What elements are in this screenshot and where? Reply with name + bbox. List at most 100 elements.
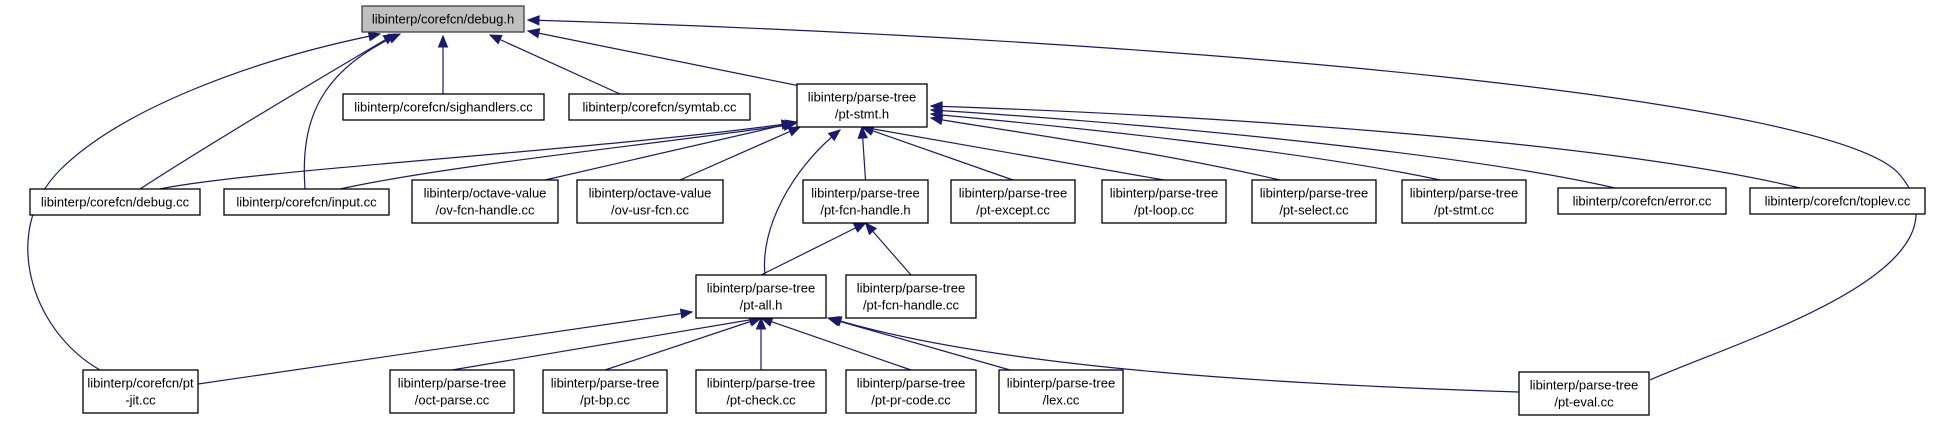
node-label: libinterp/octave-value <box>424 186 547 201</box>
node-box <box>342 93 545 121</box>
edge-line <box>930 105 1801 189</box>
edge-line <box>763 129 841 276</box>
node-label: libinterp/parse-tree <box>551 376 659 391</box>
edge-symtab-cc-to-debug-h <box>488 34 621 95</box>
node-ov-fcn-handle-cc[interactable]: libinterp/octave-value/ov-fcn-handle.cc <box>411 179 559 224</box>
node-label: /pt-loop.cc <box>1134 203 1194 218</box>
node-box <box>411 179 559 224</box>
arrowhead-icon <box>526 15 540 26</box>
node-label: libinterp/parse-tree <box>707 376 815 391</box>
edge-pt-stmt-cc-to-pt-stmt-h <box>929 109 1441 181</box>
node-oct-parse-cc[interactable]: libinterp/parse-tree/oct-parse.cc <box>389 369 515 414</box>
edge-line <box>451 317 762 371</box>
node-box <box>1749 187 1926 215</box>
node-label: libinterp/corefcn/toplev.cc <box>1765 194 1911 209</box>
node-label: /ov-usr-fcn.cc <box>611 203 690 218</box>
node-pt-pr-code-cc[interactable]: libinterp/parse-tree/pt-pr-code.cc <box>845 369 977 414</box>
edge-line <box>679 126 801 181</box>
node-toplev-cc[interactable]: libinterp/corefcn/toplev.cc <box>1749 187 1926 215</box>
node-box <box>576 179 724 224</box>
node-label: /pt-pr-code.cc <box>871 393 951 408</box>
edge-line <box>139 33 396 190</box>
edge-line <box>527 19 1917 381</box>
node-pt-eval-cc[interactable]: libinterp/parse-tree/pt-eval.cc <box>1518 371 1650 416</box>
node-box <box>29 188 201 216</box>
arrowhead-icon <box>784 119 799 130</box>
edge-line <box>159 122 794 190</box>
node-box <box>1251 179 1377 224</box>
edge-line <box>339 123 796 190</box>
edge-line <box>827 317 1011 371</box>
node-pt-check-cc[interactable]: libinterp/parse-tree/pt-check.cc <box>695 369 827 414</box>
node-label: /pt-fcn-handle.cc <box>863 298 960 313</box>
edge-line <box>861 126 1165 181</box>
node-label: libinterp/parse-tree <box>398 376 506 391</box>
node-box <box>845 274 977 319</box>
edge-line <box>930 113 1441 181</box>
node-label: /pt-stmt.cc <box>1434 203 1494 218</box>
node-symtab-cc[interactable]: libinterp/corefcn/symtab.cc <box>568 93 751 121</box>
node-input-cc[interactable]: libinterp/corefcn/input.cc <box>223 188 390 216</box>
node-pt-stmt-h[interactable]: libinterp/parse-tree/pt-stmt.h <box>796 83 928 128</box>
node-pt-jit-cc[interactable]: libinterp/corefcn/pt-jit.cc <box>82 369 199 414</box>
edge-pt-all-h-to-pt-fcn-handle-h <box>760 222 867 276</box>
node-pt-fcn-handle-h[interactable]: libinterp/parse-tree/pt-fcn-handle.h <box>802 179 929 224</box>
node-label: libinterp/parse-tree <box>1007 376 1115 391</box>
node-box <box>82 369 199 414</box>
edge-line <box>303 33 401 190</box>
node-label: libinterp/parse-tree <box>959 186 1067 201</box>
node-label: /ov-fcn-handle.cc <box>436 203 535 218</box>
node-pt-all-h[interactable]: libinterp/parse-tree/pt-all.h <box>695 274 827 319</box>
node-pt-except-cc[interactable]: libinterp/parse-tree/pt-except.cc <box>950 179 1076 224</box>
arrowhead-icon <box>755 316 767 330</box>
node-pt-fcn-handle-cc[interactable]: libinterp/parse-tree/pt-fcn-handle.cc <box>845 274 977 319</box>
node-label: /pt-fcn-handle.h <box>820 203 910 218</box>
node-box <box>1101 179 1227 224</box>
arrowhead-icon <box>852 222 867 233</box>
node-label: libinterp/parse-tree <box>1530 378 1638 393</box>
node-sighandlers-cc[interactable]: libinterp/corefcn/sighandlers.cc <box>342 93 545 121</box>
edge-ov-fcn-handle-cc-to-pt-stmt-h <box>544 119 799 181</box>
node-ov-usr-fcn-cc[interactable]: libinterp/octave-value/ov-usr-fcn.cc <box>576 179 724 224</box>
node-label: libinterp/parse-tree <box>808 90 916 105</box>
node-label: libinterp/parse-tree <box>1110 186 1218 201</box>
arrowhead-icon <box>526 28 541 39</box>
node-label: libinterp/corefcn/input.cc <box>236 195 377 210</box>
node-box <box>796 83 928 128</box>
node-box <box>223 188 390 216</box>
node-pt-bp-cc[interactable]: libinterp/parse-tree/pt-bp.cc <box>542 369 668 414</box>
node-label: /pt-bp.cc <box>580 393 630 408</box>
node-box <box>1518 371 1650 416</box>
node-box <box>802 179 929 224</box>
node-label: libinterp/corefcn/debug.h <box>372 12 514 27</box>
edge-sighandlers-cc-to-debug-h <box>437 34 449 94</box>
node-label: libinterp/corefcn/pt <box>87 376 194 391</box>
edge-pt-stmt-h-to-debug-h <box>526 28 801 87</box>
edge-line <box>27 33 381 371</box>
node-pt-select-cc[interactable]: libinterp/parse-tree/pt-select.cc <box>1251 179 1377 224</box>
edge-error-cc-to-pt-stmt-h <box>929 105 1616 189</box>
node-box <box>542 369 668 414</box>
node-debug-cc[interactable]: libinterp/corefcn/debug.cc <box>29 188 201 216</box>
arrowhead-icon <box>679 308 694 319</box>
node-box <box>695 274 827 319</box>
node-lex-cc[interactable]: libinterp/parse-tree/lex.cc <box>998 369 1124 414</box>
node-pt-stmt-cc[interactable]: libinterp/parse-tree/pt-stmt.cc <box>1401 179 1527 224</box>
node-label: libinterp/parse-tree <box>857 281 965 296</box>
node-label: /pt-except.cc <box>976 203 1050 218</box>
node-error-cc[interactable]: libinterp/corefcn/error.cc <box>1557 187 1727 215</box>
arrowhead-icon <box>787 126 802 137</box>
node-box <box>950 179 1076 224</box>
node-label: /lex.cc <box>1043 393 1080 408</box>
node-box <box>998 369 1124 414</box>
node-debug-h[interactable]: libinterp/corefcn/debug.h <box>361 5 525 33</box>
edge-line <box>544 121 798 181</box>
node-label: libinterp/corefcn/symtab.cc <box>583 100 737 115</box>
edge-line <box>760 317 912 371</box>
edge-line <box>527 30 801 87</box>
edges-layer <box>27 15 1917 393</box>
node-pt-loop-cc[interactable]: libinterp/parse-tree/pt-loop.cc <box>1101 179 1227 224</box>
node-label: /pt-check.cc <box>726 393 796 408</box>
edge-pt-eval-cc-to-pt-all-h <box>828 316 1520 393</box>
edge-ov-usr-fcn-cc-to-pt-stmt-h <box>679 126 802 181</box>
